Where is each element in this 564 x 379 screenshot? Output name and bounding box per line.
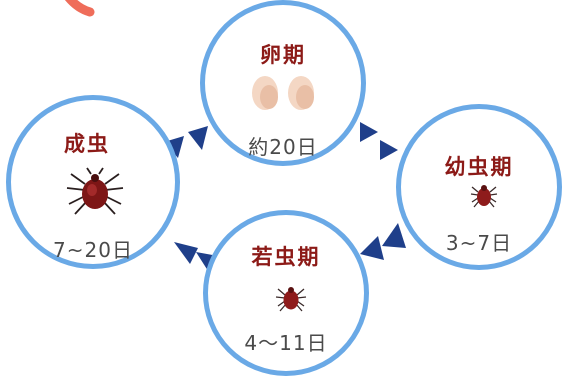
mite-icon	[275, 287, 307, 312]
arrow-adult-to-egg-b	[188, 126, 208, 150]
stage-nymph-duration: 4〜11日	[244, 331, 328, 355]
decorative-stroke	[64, 0, 95, 17]
stage-nymph: 若虫期 4〜11日	[203, 210, 369, 376]
arrow-egg-to-larva-a	[360, 122, 378, 142]
arrow-egg-to-larva-b	[380, 140, 398, 160]
stage-nymph-title: 若虫期	[251, 245, 321, 269]
mite-icon	[66, 167, 124, 215]
mite-icon	[470, 185, 498, 208]
stage-adult: 成虫 7~20日	[6, 95, 180, 269]
arrow-larva-to-nymph-b	[360, 236, 384, 260]
stage-egg-title: 卵期	[260, 43, 306, 67]
arrow-larva-to-nymph-a	[382, 223, 406, 248]
stage-larva: 幼虫期 3~7日	[396, 104, 562, 270]
eggs-icon	[252, 76, 314, 110]
stage-larva-title: 幼虫期	[444, 155, 514, 179]
stage-adult-duration: 7~20日	[53, 238, 133, 262]
stage-adult-title: 成虫	[64, 132, 110, 156]
stage-egg: 卵期 約20日	[200, 0, 366, 166]
arrow-nymph-to-adult-a	[174, 242, 198, 264]
stage-egg-duration: 約20日	[248, 135, 318, 159]
stage-larva-duration: 3~7日	[445, 231, 513, 255]
